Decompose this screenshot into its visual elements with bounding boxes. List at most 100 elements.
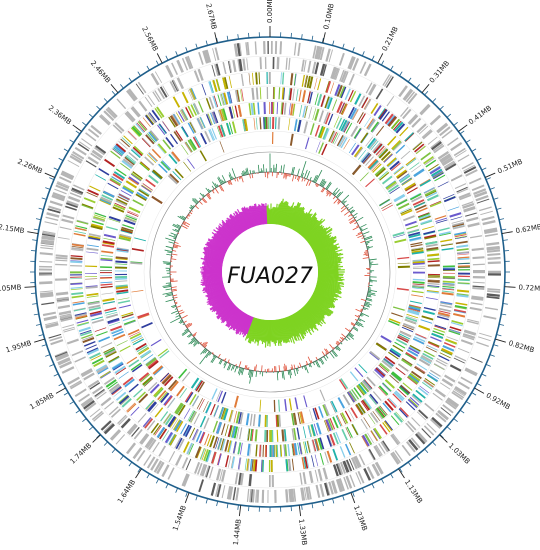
gc-skew-bar [220,304,236,320]
gc-skew-bar [311,295,333,309]
feature-mark [303,59,307,72]
gc-skew-bar [233,312,246,331]
gc-content-bar [205,187,210,193]
feature-mark [59,313,72,318]
inner-boundary-circle [149,151,391,393]
feature-mark [315,484,321,498]
feature-mark [412,283,425,286]
feature-mark [487,290,501,294]
feature-mark [114,202,126,209]
feature-mark [412,284,425,288]
feature-mark [302,105,307,118]
gc-content-bar [187,214,190,217]
gc-content-bar [221,175,227,183]
feature-mark [417,431,428,443]
gc-content-bar [189,211,193,215]
gc-content-bar [292,167,295,175]
gc-skew-bar [310,234,330,248]
gc-content-bar [223,359,225,361]
feature-mark [180,109,187,121]
feature-mark [425,297,438,300]
feature-mark [76,319,89,324]
feature-mark [67,377,80,385]
gc-skew-bar [263,203,267,225]
feature-mark [48,206,62,212]
feature-mark [384,420,393,431]
feature-mark [143,378,154,387]
feature-mark [347,391,355,403]
feature-mark [196,118,203,130]
feature-mark [441,156,453,165]
feature-mark [289,73,294,86]
feature-mark [115,143,127,153]
gc-skew-bar [233,212,246,232]
feature-mark [399,330,412,338]
feature-mark [387,184,399,193]
gc-content-bar [359,223,367,229]
feature-mark [384,113,394,125]
feature-mark [382,422,391,433]
feature-mark [86,247,99,252]
scale-major-tick [110,84,119,94]
feature-mark [172,96,181,108]
feature-mark [152,441,160,453]
feature-mark [256,489,260,503]
feature-mark [177,438,185,451]
scale-minor-tick [489,354,495,357]
feature-mark [303,395,308,408]
gc-skew-bar [225,222,239,237]
gc-content-bar [244,365,247,369]
feature-mark [428,163,439,172]
feature-mark [335,415,342,427]
scale-minor-tick [446,426,452,431]
gc-content-bar [165,299,174,303]
gc-skew-bar [275,319,281,344]
feature-mark [433,144,445,154]
feature-mark [116,98,127,110]
gc-skew-track [200,198,345,348]
gc-content-bar [291,167,294,175]
feature-mark [254,429,258,442]
feature-mark [484,229,498,235]
feature-mark [112,330,124,337]
gc-skew-bar [314,246,338,256]
feature-mark [402,322,415,329]
feature-mark [75,314,88,320]
feature-mark [237,104,242,117]
feature-mark [456,289,470,293]
ring-separator [113,115,427,429]
feature-mark [363,468,372,481]
gc-content-bar [308,364,311,368]
feature-mark [373,428,381,440]
feature-mark [435,217,448,223]
feature-mark [72,151,84,160]
gc-skew-bar [202,284,224,292]
feature-mark [128,359,140,368]
feature-mark [350,407,358,419]
feature-mark [278,399,281,412]
feature-mark [314,439,319,451]
feature-mark [189,411,197,423]
gc-skew-bar [317,278,344,284]
scale-minor-tick [301,34,303,40]
feature-mark [342,71,349,84]
feature-mark [115,367,127,375]
feature-mark [442,282,455,285]
feature-mark [445,400,457,410]
feature-mark [176,60,184,73]
gc-content-bar [191,210,193,212]
feature-mark [199,415,207,428]
gc-skew-bar [241,207,252,229]
feature-mark [317,46,323,60]
feature-mark [105,350,117,358]
gc-skew-bar [290,314,305,340]
gc-skew-bar [207,293,228,306]
gc-content-bar [174,228,179,232]
gc-skew-bar [227,310,242,328]
feature-mark [143,417,153,428]
feature-mark [181,108,189,121]
feature-mark [127,211,139,217]
feature-mark [104,349,117,357]
feature-mark [420,354,433,363]
scale-minor-tick [407,461,412,467]
